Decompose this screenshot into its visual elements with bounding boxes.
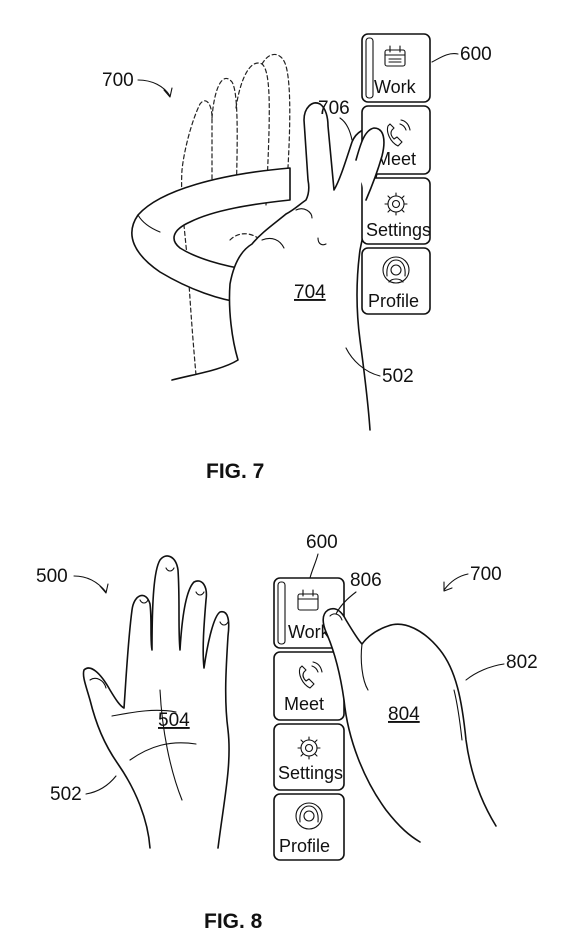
menu-label-work: Work (374, 77, 417, 97)
arrowhead-700 (443, 581, 453, 592)
figure-8: Work Meet Settings Profile (36, 532, 538, 933)
leader-806 (335, 591, 357, 615)
calendar-icon (384, 45, 406, 67)
menu-label-settings: Settings (278, 763, 343, 783)
ref-806: 806 (350, 570, 382, 591)
ref-500: 500 (36, 566, 68, 587)
caption-fig8: FIG. 8 (204, 910, 263, 933)
avatar-icon (382, 256, 410, 284)
menu-label-profile: Profile (368, 291, 419, 311)
hand-802-fig8 (322, 607, 497, 843)
menu-label-settings: Settings (366, 220, 431, 240)
caption-fig7: FIG. 7 (206, 460, 264, 483)
menu-label-profile: Profile (279, 836, 330, 856)
ref-802: 802 (506, 652, 538, 673)
leader-500 (73, 575, 107, 593)
leader-700 (443, 573, 469, 591)
leader-600 (309, 553, 319, 579)
calendar-icon (297, 589, 319, 611)
menu-item-settings[interactable] (361, 177, 431, 245)
ref-600: 600 (306, 532, 338, 553)
leader-502 (345, 347, 381, 377)
menu-item-work[interactable] (361, 33, 431, 103)
ref-502: 502 (50, 784, 82, 805)
ref-504: 504 (158, 710, 190, 731)
menu-label-meet: Meet (284, 694, 324, 714)
leader-600 (431, 53, 459, 63)
avatar-icon (295, 802, 323, 830)
menu-label-meet: Meet (376, 149, 416, 169)
menu-label-work: Work (288, 622, 331, 642)
gear-icon (384, 192, 408, 216)
menu-panel-600-fig7: Work Meet Settings Profile (361, 33, 431, 315)
leader-802 (465, 663, 505, 681)
leader-706 (339, 117, 353, 141)
ref-704: 704 (294, 282, 326, 303)
ref-706: 706 (318, 98, 350, 119)
arrowhead-500 (99, 583, 109, 594)
ref-600: 600 (460, 44, 492, 65)
gear-icon (297, 736, 321, 760)
phone-icon (386, 119, 411, 147)
ref-804: 804 (388, 704, 420, 725)
hand-502-fig8 (82, 555, 230, 849)
menu-item-profile[interactable] (361, 247, 431, 315)
arrowhead-700 (163, 87, 173, 98)
fingertip-fig7 (355, 127, 385, 201)
phone-icon (298, 661, 323, 689)
figure-7: Work Meet Settings Profile (102, 33, 492, 483)
ref-700: 700 (102, 70, 134, 91)
menu-item-profile[interactable] (273, 793, 345, 861)
menu-scroll-indicator (277, 581, 286, 645)
ref-700: 700 (470, 564, 502, 585)
leader-502 (85, 775, 117, 795)
ref-502: 502 (382, 366, 414, 387)
leader-700 (137, 79, 171, 97)
menu-scroll-indicator (365, 37, 374, 99)
